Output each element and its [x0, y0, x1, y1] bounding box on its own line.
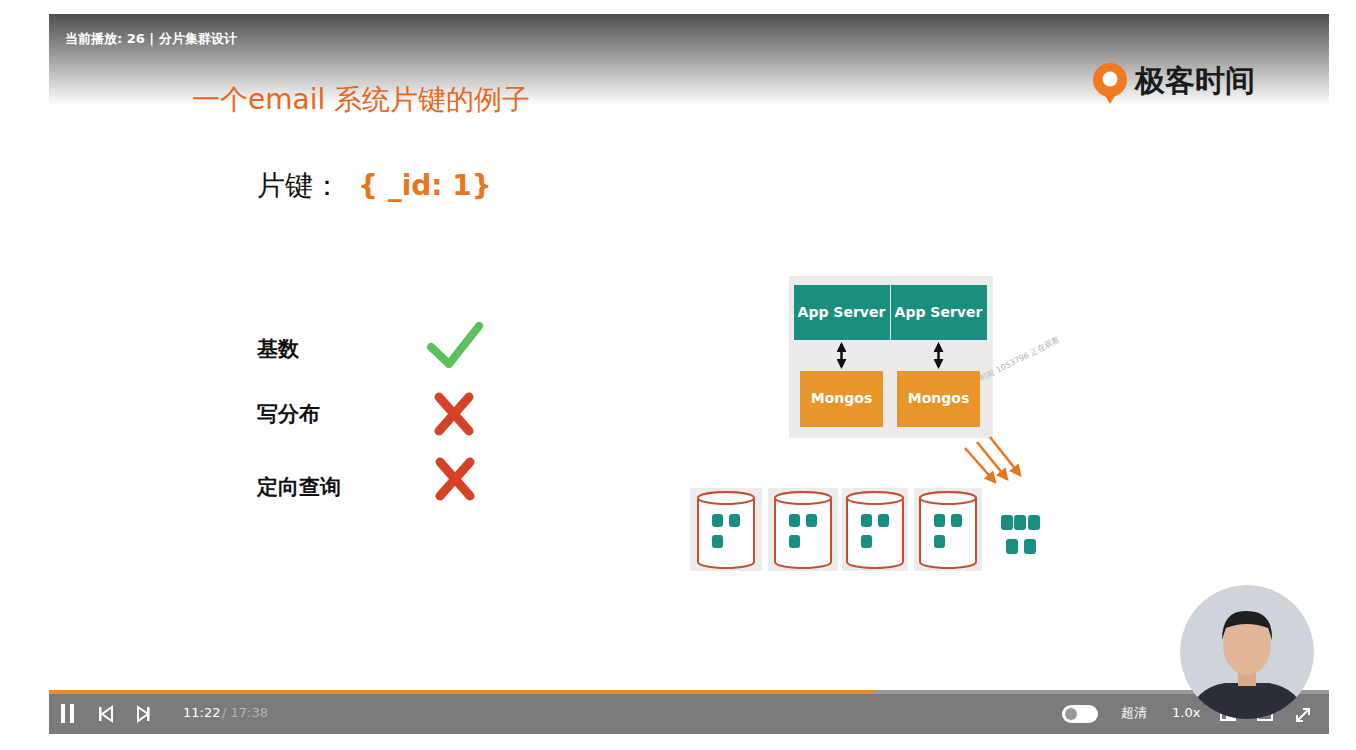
- node-label: Mongos: [908, 391, 970, 406]
- chunk: [861, 535, 872, 548]
- criterion: 定向查询: [257, 475, 341, 499]
- shard-top: [775, 492, 831, 504]
- prev-icon: [99, 707, 112, 721]
- chunk: [1006, 539, 1018, 554]
- chunk: [729, 514, 740, 527]
- control-bar: [49, 694, 1329, 734]
- cross-mark: [440, 462, 470, 496]
- criterion: 基数: [257, 337, 299, 361]
- node-label: Mongos: [811, 391, 873, 406]
- shard-top: [847, 492, 903, 504]
- toggle-switch: [1062, 705, 1098, 723]
- total-time: / 17:38: [222, 706, 268, 721]
- key-value: { _id: 1}: [358, 170, 492, 202]
- shard-panel: [690, 488, 762, 571]
- shard-cylinder: [920, 492, 976, 568]
- progress-fill: [49, 690, 873, 694]
- now-playing: 当前播放: 26 | 分片集群设计: [65, 32, 237, 47]
- speed-button: 1.0x: [1172, 706, 1200, 721]
- cross-mark: [439, 397, 469, 431]
- app-server-box: App Server: [794, 285, 890, 340]
- chunk: [1024, 539, 1036, 554]
- chunk: [1001, 515, 1013, 530]
- pause-icon: [61, 704, 74, 723]
- video-frame: [49, 14, 1329, 734]
- current-time: 11:22: [183, 706, 220, 721]
- shard-top: [920, 492, 976, 504]
- key-label: 片键：: [257, 170, 341, 202]
- chunk: [789, 535, 800, 548]
- chunk: [712, 535, 723, 548]
- presenter-video: [1180, 585, 1314, 725]
- double-arrow: [937, 344, 940, 367]
- chunk: [861, 514, 872, 527]
- next-icon: [138, 707, 150, 721]
- mongos-box: Mongos: [800, 371, 883, 427]
- shard-panel: [914, 488, 982, 571]
- shard-panel: [842, 488, 908, 571]
- chunk: [789, 514, 800, 527]
- shard-cylinder: [847, 492, 903, 568]
- app-server-box: App Server: [891, 285, 987, 340]
- node-label: App Server: [798, 305, 886, 320]
- chunk: [934, 514, 945, 527]
- progress-track: [49, 690, 1329, 694]
- server-panel: [789, 276, 993, 438]
- node-label: App Server: [895, 305, 983, 320]
- criterion: 写分布: [257, 402, 320, 426]
- shard-group: [690, 488, 1040, 571]
- chunk: [951, 514, 962, 527]
- chunk: [878, 514, 889, 527]
- check-mark: [431, 326, 479, 364]
- logo-text: 极客时间: [1135, 64, 1255, 99]
- logo-icon: [1093, 63, 1127, 104]
- route-arrows: [965, 437, 1020, 482]
- shard-cylinder: [698, 492, 754, 568]
- chunk: [1028, 515, 1040, 530]
- shard-top: [698, 492, 754, 504]
- chunk: [712, 514, 723, 527]
- chunk: [1014, 515, 1026, 530]
- slide-title: 一个email 系统片键的例子: [192, 84, 530, 116]
- shard-panel: [768, 488, 838, 571]
- quality-button: 超清: [1121, 706, 1147, 721]
- chunk: [934, 535, 945, 548]
- shard-cylinder: [775, 492, 831, 568]
- double-arrow: [840, 344, 843, 367]
- chunk: [806, 514, 817, 527]
- mongos-box: Mongos: [897, 371, 980, 427]
